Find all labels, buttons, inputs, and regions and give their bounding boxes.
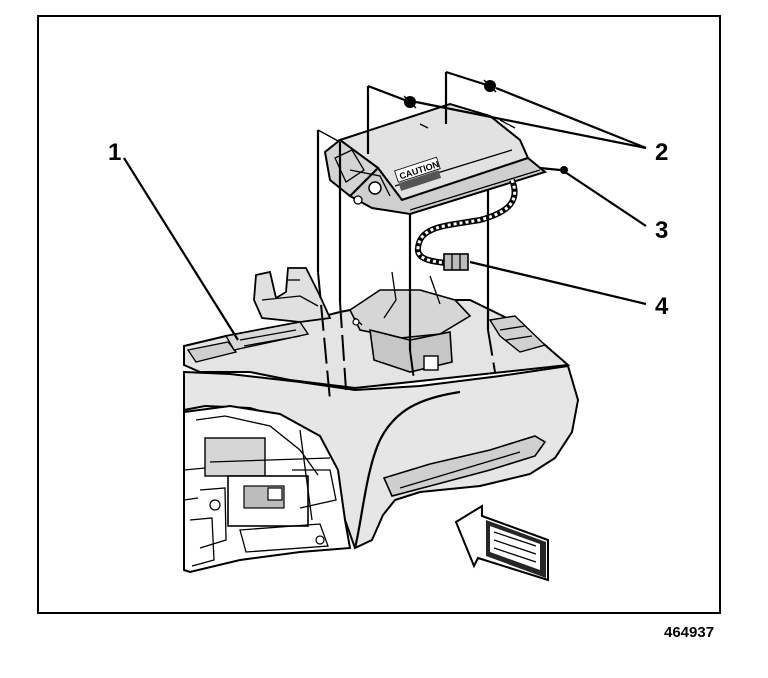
center-stack-internals [183,415,337,567]
leader-lines [123,86,647,341]
view-arrow [454,504,549,582]
callout-3: 3 [655,217,668,244]
inflator-module: CAUTION [323,102,568,216]
wiring-harness [415,178,518,271]
callout-2: 2 [655,139,668,166]
electrical-connector [443,253,469,271]
instrument-panel [183,267,580,574]
callout-4: 4 [655,293,669,320]
figure-number: 464937 [664,624,714,641]
callout-1: 1 [108,139,121,166]
alignment-lines [316,70,496,401]
module-front [348,156,548,216]
